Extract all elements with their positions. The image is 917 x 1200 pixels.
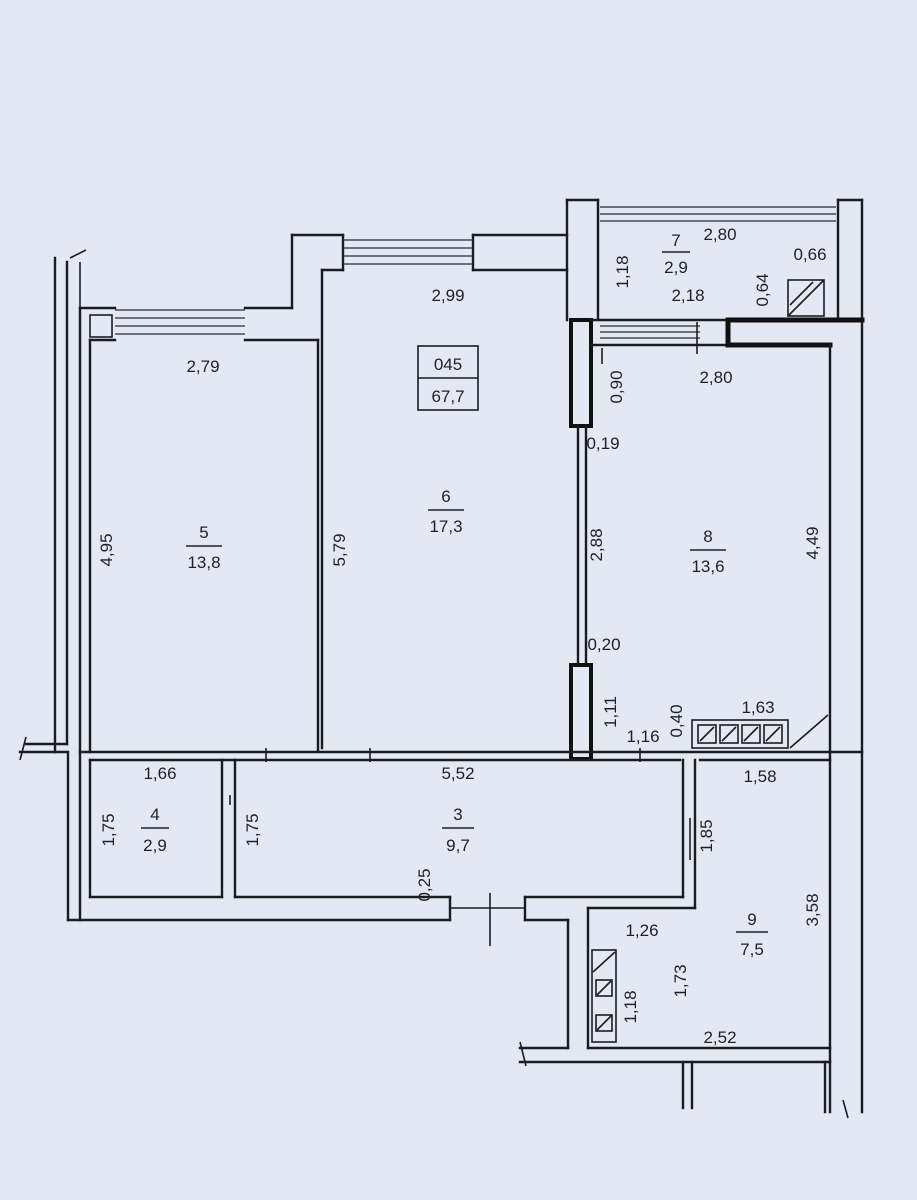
room-label-3: 3 9,7 xyxy=(442,805,474,855)
dim-label: 0,20 xyxy=(587,635,620,654)
dim-label: 2,52 xyxy=(703,1028,736,1047)
plan-total-area: 67,7 xyxy=(431,387,464,406)
room-number: 8 xyxy=(703,527,712,546)
room-label-7: 7 2,9 xyxy=(662,231,690,277)
dim-label: 2,80 xyxy=(703,225,736,244)
room-area: 7,5 xyxy=(740,940,764,959)
dim-label: 1,75 xyxy=(243,813,262,846)
room-area: 17,3 xyxy=(429,517,462,536)
dim-label: 1,18 xyxy=(613,255,632,288)
room-number: 7 xyxy=(671,231,680,250)
room-6-walls xyxy=(290,233,569,750)
room-label-8: 8 13,6 xyxy=(690,527,726,576)
dim-label: 1,18 xyxy=(621,990,640,1023)
dim-label: 2,99 xyxy=(431,286,464,305)
corridor-walls xyxy=(66,748,864,946)
room-label-4: 4 2,9 xyxy=(141,805,169,855)
dim-label: 4,49 xyxy=(803,526,822,559)
room-area: 2,9 xyxy=(143,836,167,855)
window-room-6 xyxy=(343,239,473,265)
dim-label: 1,63 xyxy=(741,698,774,717)
dim-label: 2,79 xyxy=(186,357,219,376)
window-room-5 xyxy=(115,309,245,335)
dim-label: 0,66 xyxy=(793,245,826,264)
dimensions-vertical: 4,95 5,79 1,18 0,64 0,90 2,88 4,49 1,11 … xyxy=(97,255,822,1023)
dim-label: 0,19 xyxy=(586,434,619,453)
dim-label: 0,90 xyxy=(607,370,626,403)
room-label-5: 5 13,8 xyxy=(186,523,222,572)
room-area: 2,9 xyxy=(664,258,688,277)
dimensions-horizontal: 2,99 2,79 2,80 0,66 2,18 2,80 0,19 0,20 … xyxy=(143,225,826,1047)
dim-label: 1,73 xyxy=(671,964,690,997)
dimension-ticks xyxy=(601,322,698,364)
room-5-walls xyxy=(78,306,320,922)
left-outer-wall xyxy=(18,249,87,761)
room-label-9: 9 7,5 xyxy=(736,910,768,959)
dim-label: 5,79 xyxy=(330,533,349,566)
plan-code-box: 045 67,7 xyxy=(417,345,479,411)
dim-label: 2,18 xyxy=(671,286,704,305)
dim-label: 2,88 xyxy=(587,528,606,561)
room-area: 13,8 xyxy=(187,553,220,572)
dim-label: 1,11 xyxy=(601,696,620,728)
room-number: 9 xyxy=(747,910,756,929)
dim-label: 4,95 xyxy=(97,533,116,566)
dim-label: 0,40 xyxy=(667,704,686,737)
loggia-7-walls xyxy=(565,198,864,1114)
dim-label: 1,26 xyxy=(625,921,658,940)
vent-ducts-room-8 xyxy=(691,714,829,749)
room-number: 4 xyxy=(150,805,159,824)
room-8-walls xyxy=(569,317,865,1114)
dim-label: 5,52 xyxy=(441,764,474,783)
dim-label: 1,75 xyxy=(99,813,118,846)
plan-code: 045 xyxy=(434,355,462,374)
room-area: 9,7 xyxy=(446,836,470,855)
dim-label: 1,16 xyxy=(626,727,659,746)
dim-label: 1,66 xyxy=(143,764,176,783)
room-area: 13,6 xyxy=(691,557,724,576)
room-number: 5 xyxy=(199,523,208,542)
dim-label: 0,64 xyxy=(753,273,772,306)
room-number: 3 xyxy=(453,805,462,824)
dim-label: 0,25 xyxy=(415,868,434,901)
dim-label: 1,58 xyxy=(743,767,776,786)
room-label-6: 6 17,3 xyxy=(428,487,464,536)
dim-label: 3,58 xyxy=(803,893,822,926)
dim-label: 1,85 xyxy=(697,819,716,852)
room-number: 6 xyxy=(441,487,450,506)
dim-label: 2,80 xyxy=(699,368,732,387)
room-9-walls xyxy=(518,906,849,1119)
